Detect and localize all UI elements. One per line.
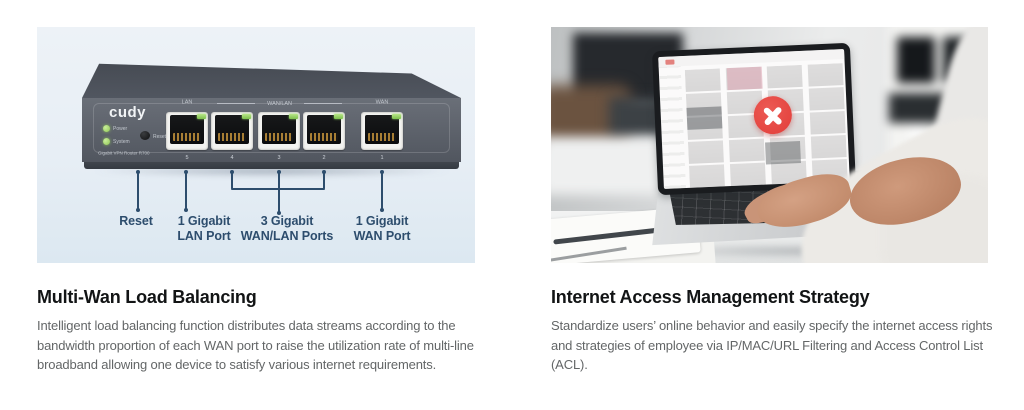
video-thumbnail bbox=[686, 106, 723, 130]
wanlan-group-label: WAN/LAN bbox=[217, 99, 343, 107]
wanlan-left-line bbox=[217, 102, 255, 104]
router-top-face bbox=[82, 63, 461, 98]
wanlan-right-line bbox=[304, 102, 343, 104]
router-front-panel: cudy Power System Reset Gigabit VPN Rout… bbox=[82, 98, 461, 162]
port-number: 1 bbox=[380, 154, 384, 161]
blocked-browsing-photo bbox=[551, 27, 988, 263]
rj45-jack-icon bbox=[215, 115, 249, 144]
laptop-screen bbox=[651, 42, 857, 196]
port-number: 4 bbox=[230, 154, 234, 161]
router-base bbox=[84, 161, 459, 169]
router-diagram: cudy Power System Reset Gigabit VPN Rout… bbox=[37, 27, 475, 263]
lan-group-label: LAN bbox=[181, 99, 193, 106]
wanlan-leader-bar bbox=[231, 188, 325, 190]
feature-section-load-balancing: cudy Power System Reset Gigabit VPN Rout… bbox=[37, 27, 475, 375]
system-led-label: System bbox=[113, 138, 130, 145]
system-led-icon bbox=[103, 138, 110, 145]
brand-logo: cudy bbox=[109, 104, 147, 121]
port-led-icon bbox=[242, 114, 251, 119]
feature-body-left: Intelligent load balancing function dist… bbox=[37, 318, 474, 372]
wan-port-1: 1 bbox=[361, 112, 403, 161]
reset-leader-line bbox=[137, 172, 139, 210]
rj45-jack-icon bbox=[170, 115, 204, 144]
port-led-icon bbox=[289, 114, 298, 119]
rj45-jack-icon bbox=[307, 115, 341, 144]
video-thumbnail bbox=[765, 141, 801, 165]
model-text: Gigabit VPN Router R700 bbox=[98, 151, 150, 156]
video-thumbnail bbox=[726, 66, 763, 91]
wanlan-leader-stem bbox=[323, 172, 325, 189]
lan-port-5: 5 bbox=[166, 112, 208, 161]
router-front-inset-line bbox=[93, 103, 450, 153]
shelf-cell bbox=[897, 37, 935, 83]
wan-leader-line bbox=[381, 172, 383, 210]
webpage-sidebar bbox=[658, 66, 686, 189]
power-led-icon bbox=[103, 125, 110, 132]
video-site-logo-icon bbox=[665, 59, 675, 65]
reset-button-label: Reset bbox=[153, 133, 167, 140]
wanlan-port-2: 2 bbox=[303, 112, 345, 161]
callout-reset: Reset bbox=[119, 214, 153, 228]
rj45-jack-icon bbox=[262, 115, 296, 144]
wan-group-label: WAN bbox=[375, 99, 389, 106]
port-led-icon bbox=[334, 114, 343, 119]
feature-section-access-management: Internet Access Management Strategy Stan… bbox=[551, 27, 992, 375]
rj45-jack-icon bbox=[365, 115, 399, 144]
wanlan-leader-stem bbox=[231, 172, 233, 189]
laptop-screen-content bbox=[658, 49, 850, 189]
lan-leader-line bbox=[185, 172, 187, 210]
port-number: 2 bbox=[322, 154, 326, 161]
reset-button bbox=[140, 131, 150, 140]
system-led-row: System bbox=[103, 136, 146, 147]
port-led-icon bbox=[392, 114, 401, 119]
port-number: 3 bbox=[277, 154, 281, 161]
feature-heading-right: Internet Access Management Strategy bbox=[551, 287, 870, 307]
port-number: 5 bbox=[185, 154, 189, 161]
power-led-row: Power bbox=[103, 123, 141, 134]
wanlan-leader-center bbox=[278, 172, 280, 213]
feature-heading-left: Multi-Wan Load Balancing bbox=[37, 287, 257, 307]
port-led-icon bbox=[197, 114, 206, 119]
power-led-label: Power bbox=[113, 125, 128, 132]
wanlan-port-3: 3 bbox=[258, 112, 300, 161]
feature-body-right: Standardize users’ online behavior and e… bbox=[551, 318, 993, 372]
wanlan-port-4: 4 bbox=[211, 112, 253, 161]
